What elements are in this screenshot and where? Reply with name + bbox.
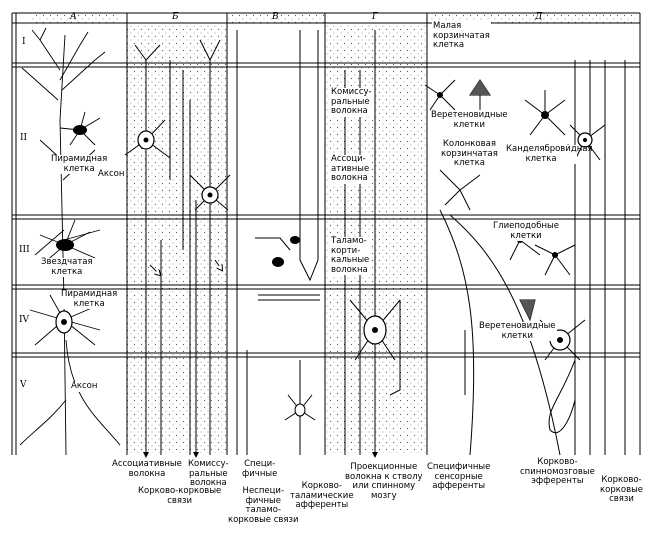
label-spindle-cells-2: Веретеновидные клетки: [478, 321, 557, 341]
column-g-header: Г: [372, 12, 378, 22]
label-thalamocortical-fibers: Таламо- корти- кальные волокна: [330, 236, 371, 275]
label-bottom-associative-fibers: Ассоциативные волокна: [112, 459, 182, 479]
label-column-basket-cell: Колонковая корзинчатая клетка: [440, 139, 499, 169]
label-bottom-corticothalamic-afferents: Корково- таламические афференты: [290, 481, 354, 510]
layer-iii-label: III: [19, 245, 30, 255]
layer-i-label: I: [22, 37, 26, 47]
label-bottom-projection-fibers: Проекционные волокна к стволу или спинно…: [345, 462, 423, 501]
label-small-basket-cell: Малая корзинчатая клетка: [432, 21, 491, 51]
label-bottom-cortico-cortical-2: Корково- корковые связи: [600, 475, 644, 504]
layer-boundaries: [11, 12, 640, 455]
label-pyramidal-cell-2: Пирамидная клетка: [60, 289, 119, 309]
label-bottom-specific: Специ- фичные: [242, 459, 278, 479]
label-bottom-cortico-cortical-1: Корково-корковые связи: [138, 486, 222, 506]
label-pyramidal-cell-1: Пирамидная клетка: [50, 154, 109, 174]
label-spindle-cells-1: Веретеновидные клетки: [430, 110, 509, 130]
column-v-fibers: [236, 30, 320, 455]
label-associative-fibers: Ассоци- ативные волокна: [330, 154, 371, 184]
label-bottom-corticospinal-efferents: Корково- спинномозговые эфференты: [520, 457, 595, 486]
label-bottom-nonspecific-thalamocortical: Неспеци- фичные таламо- корковые связи: [228, 486, 299, 525]
layer-iv-label: IV: [19, 315, 30, 325]
label-bottom-commissural-fibers: Комиссу- ральные волокна: [188, 459, 229, 488]
label-commissural-fibers: Комиссу- ральные волокна: [330, 87, 373, 117]
label-axon-2: Аксон: [70, 381, 99, 392]
label-glia-like-cells: Глиеподобные клетки: [492, 221, 560, 241]
column-b-header: Б: [172, 12, 179, 22]
layer-v-label: V: [20, 380, 27, 390]
label-stellate-cell: Звездчатая клетка: [40, 257, 94, 277]
column-v-header: В: [272, 12, 279, 22]
label-bottom-specific-sensory-afferents: Специфичные сенсорные афференты: [427, 462, 491, 491]
label-axon-1: Аксон: [97, 169, 126, 180]
column-a-header: А: [70, 12, 77, 22]
layer-ii-label: II: [20, 133, 28, 143]
column-b-fibers: [124, 39, 231, 458]
column-b-stipple: [127, 23, 227, 453]
column-d-header: Д: [535, 12, 543, 22]
label-chandelier-cell: Канделяброви̇дная клетка: [505, 144, 593, 164]
